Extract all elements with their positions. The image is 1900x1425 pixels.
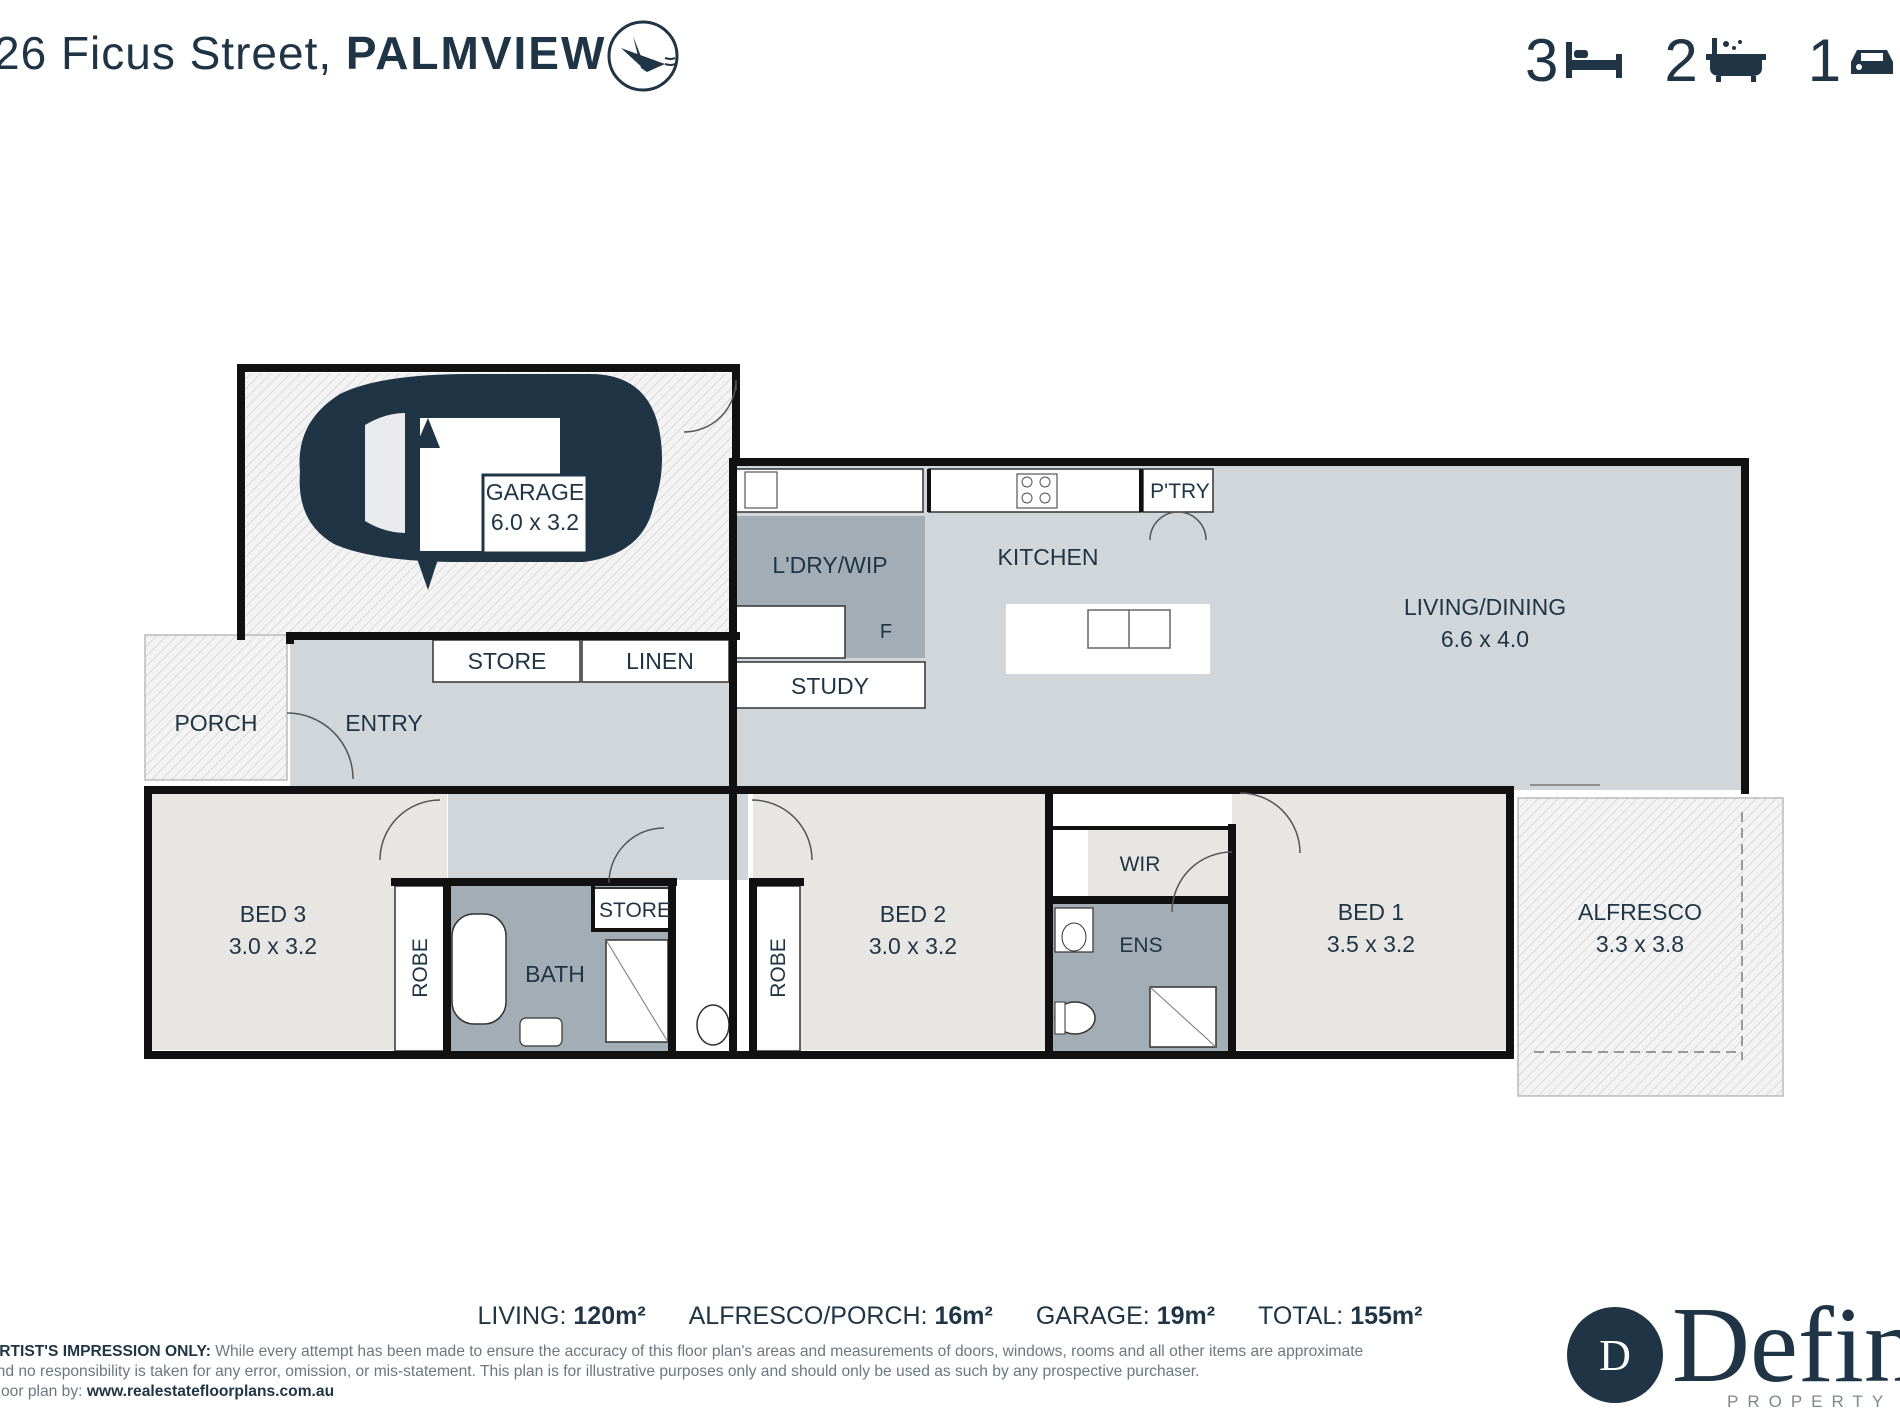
- room-store-bath: STORE: [599, 899, 671, 922]
- room-living-name: LIVING/DINING: [1404, 594, 1566, 620]
- room-bed3-size: 3.0 x 3.2: [229, 933, 317, 959]
- logo-monogram: D: [1599, 1331, 1631, 1380]
- kitchen-island: [1006, 604, 1210, 674]
- room-bed2-size: 3.0 x 3.2: [869, 933, 957, 959]
- bed-icon: [1566, 42, 1623, 78]
- room-ens: ENS: [1119, 934, 1162, 957]
- area-garage: GARAGE: 19m²: [1035, 1302, 1216, 1330]
- porch-floor: [144, 634, 288, 781]
- room-bed2-name: BED 2: [880, 901, 946, 927]
- room-alfresco-name: ALFRESCO: [1578, 899, 1702, 925]
- address-suburb: PALMVIEW: [345, 27, 607, 79]
- disclaimer: ARTIST'S IMPRESSION ONLY: While every at…: [0, 1342, 1488, 1402]
- bath-icon: [1705, 38, 1766, 82]
- room-garage-size: 6.0 x 3.2: [491, 509, 579, 535]
- room-pantry: P'TRY: [1150, 480, 1210, 503]
- property-stats: 3 2 1: [1525, 20, 1897, 100]
- room-robe2: ROBE: [767, 938, 790, 998]
- define-logo-icon: D: [1567, 1307, 1663, 1403]
- property-address: 26 Ficus Street, PALMVIEW: [0, 26, 606, 80]
- room-living-size: 6.6 x 4.0: [1441, 626, 1529, 652]
- room-kitchen: KITCHEN: [998, 544, 1099, 570]
- room-store-hall: STORE: [468, 648, 547, 674]
- room-wir: WIR: [1120, 853, 1161, 876]
- room-bed1-size: 3.5 x 3.2: [1327, 931, 1415, 957]
- area-total: TOTAL: 155m²: [1258, 1302, 1423, 1330]
- disclaimer-line2: and no responsibility is taken for any e…: [0, 1363, 1200, 1380]
- bedroom-count: 3: [1525, 26, 1559, 94]
- bed1-floor: [1232, 792, 1509, 1050]
- room-entry: ENTRY: [345, 710, 423, 736]
- disclaimer-line1: While every attempt has been made to ens…: [215, 1343, 1364, 1360]
- room-bath: BATH: [525, 961, 585, 987]
- logo-wordmark: Define: [1672, 1286, 1900, 1405]
- disclaimer-heading: ARTIST'S IMPRESSION ONLY:: [0, 1343, 211, 1360]
- bed2-floor: [753, 792, 1046, 1050]
- alfresco-floor: [1517, 797, 1784, 1097]
- car-icon: [1851, 50, 1894, 74]
- room-study: STUDY: [791, 673, 869, 699]
- room-bed1-name: BED 1: [1338, 899, 1404, 925]
- north-compass-icon: [607, 20, 679, 92]
- room-fridge: F: [880, 621, 892, 643]
- car-icon: [299, 374, 662, 590]
- bathroom-count: 2: [1664, 26, 1698, 94]
- hallway-floor: [448, 790, 748, 880]
- area-alfresco-porch: ALFRESCO/PORCH: 16m²: [688, 1302, 993, 1330]
- logo-tagline: PROPERTY: [1727, 1392, 1893, 1411]
- room-laundry: L'DRY/WIP: [772, 552, 887, 578]
- credit-url[interactable]: www.realestatefloorplans.com.au: [86, 1383, 335, 1400]
- area-living: LIVING: 120m²: [477, 1302, 646, 1330]
- room-alfresco-size: 3.3 x 3.8: [1596, 931, 1684, 957]
- room-garage-name: GARAGE: [486, 479, 584, 505]
- room-robe3: ROBE: [409, 938, 432, 998]
- room-linen: LINEN: [626, 648, 694, 674]
- wir-floor: [1088, 828, 1228, 896]
- room-porch: PORCH: [174, 710, 257, 736]
- room-bed3-name: BED 3: [240, 901, 306, 927]
- credit-label: Floor plan by:: [0, 1383, 83, 1400]
- address-street: 26 Ficus Street,: [0, 27, 333, 79]
- car-space-count: 1: [1807, 26, 1842, 94]
- area-summary: LIVING: 120m² ALFRESCO/PORCH: 16m² GARAG…: [0, 1302, 1900, 1331]
